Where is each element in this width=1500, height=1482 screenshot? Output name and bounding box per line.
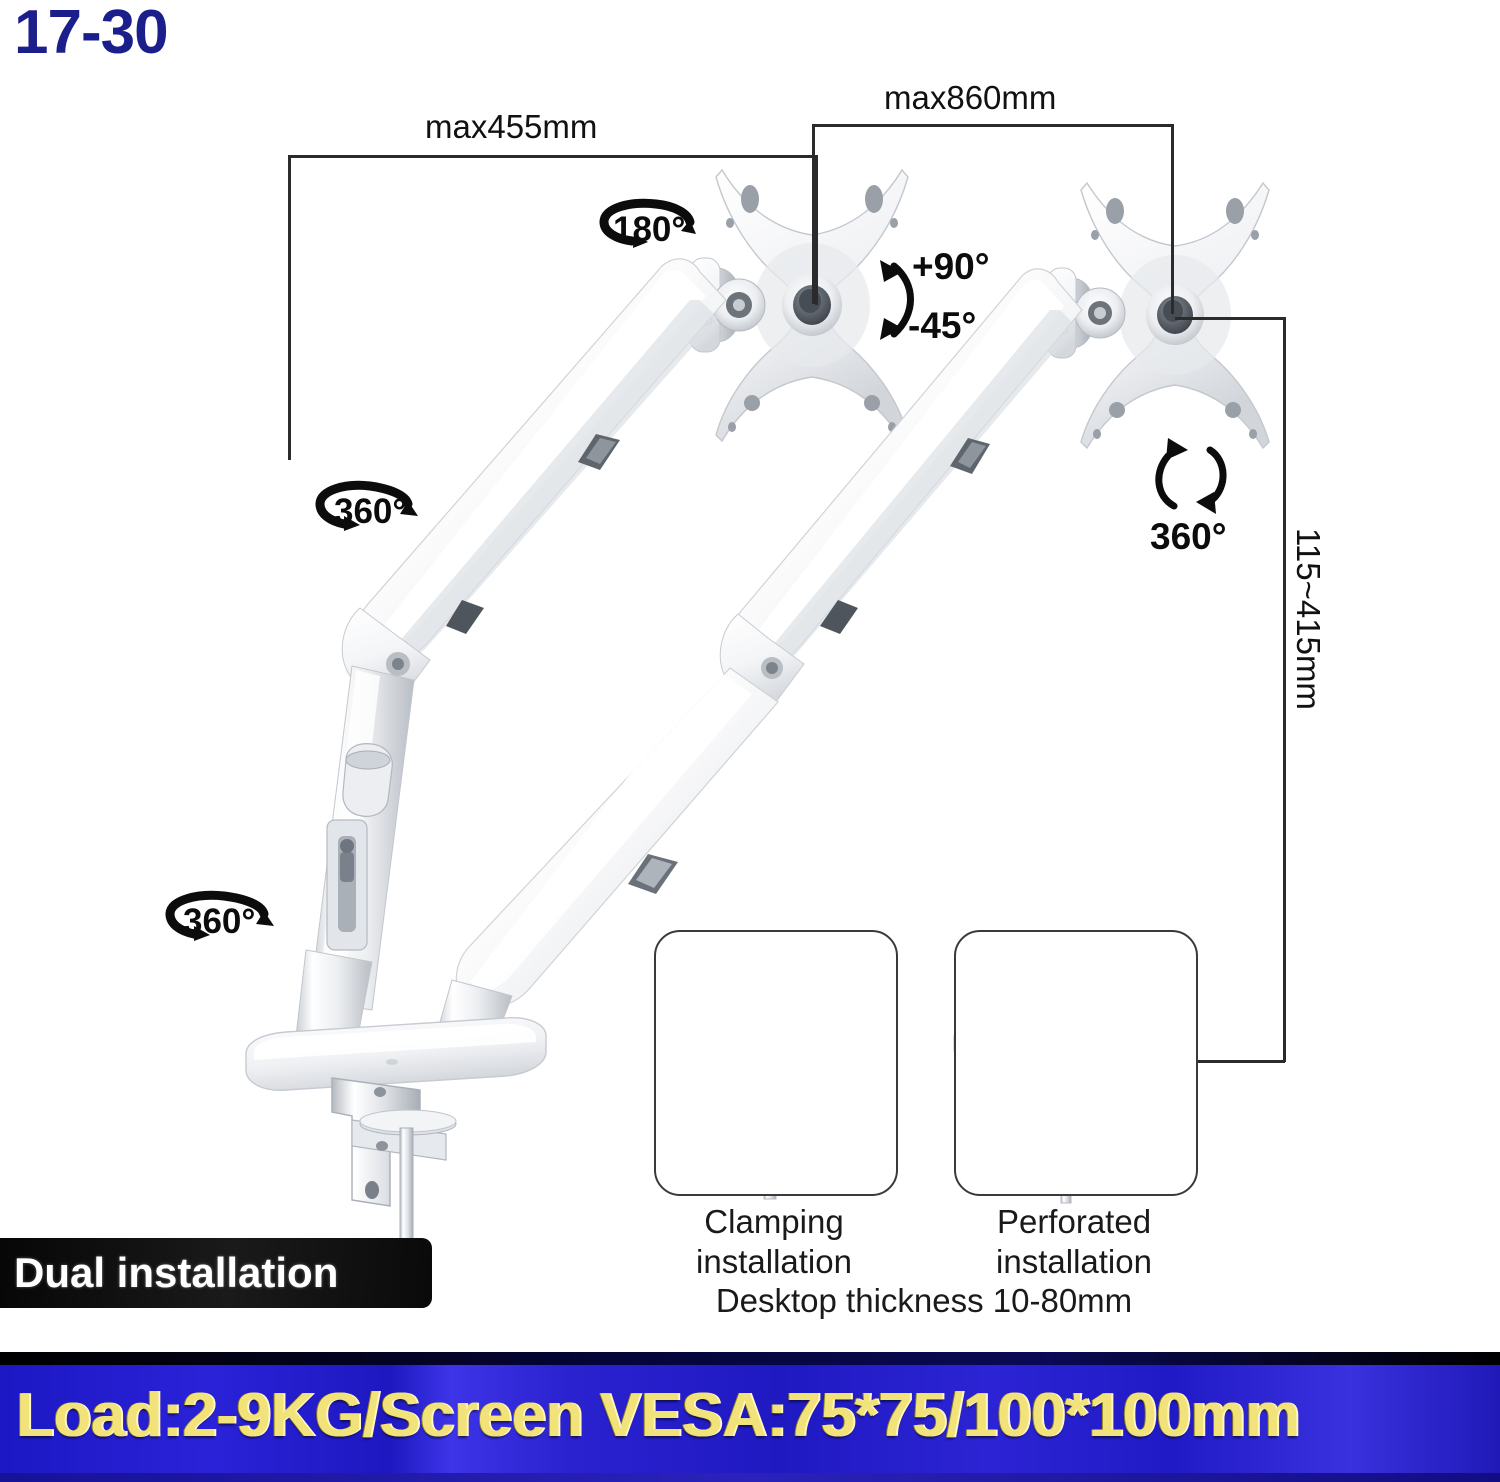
perforated-installation-caption: Perforated installation xyxy=(944,1202,1204,1281)
screen-size-badge: 17-30 xyxy=(14,0,169,67)
rotation-tilt-icon xyxy=(872,250,934,350)
rotation-360-base-label: 360° xyxy=(183,902,256,941)
rotation-360-head-label: 360° xyxy=(1150,516,1227,557)
desktop-thickness-note: Desktop thickness 10-80mm xyxy=(715,1282,1133,1319)
spec-banner-label: Load:2-9KG/Screen VESA:75*75/100*100mm xyxy=(16,1381,1300,1450)
rotation-180-label: 180° xyxy=(613,210,686,249)
rotation-180-icon xyxy=(578,198,700,252)
clamping-caption-line1: Clamping xyxy=(704,1203,844,1240)
rotation-tilt-up-label: +90° xyxy=(912,246,990,287)
dual-installation-label: Dual installation xyxy=(14,1249,339,1296)
rotation-360-base-icon xyxy=(148,888,286,946)
clamping-installation-caption: Clamping installation xyxy=(644,1202,904,1281)
clamping-installation-box xyxy=(654,930,898,1196)
dimension-height-label: 115~415mm xyxy=(1290,528,1327,710)
perforated-caption-line2: installation xyxy=(996,1242,1152,1280)
spec-banner: Load:2-9KG/Screen VESA:75*75/100*100mm xyxy=(0,1352,1500,1482)
perforated-installation-box xyxy=(954,930,1198,1196)
rotation-tilt-down-label: -45° xyxy=(908,305,977,346)
dimension-span-label: max860mm xyxy=(884,79,1057,116)
dimension-reach-label: max455mm xyxy=(425,108,598,145)
rotation-360-arm-label: 360° xyxy=(334,492,407,531)
clamping-caption-line2: installation xyxy=(696,1242,852,1280)
rotation-360-arm-icon xyxy=(300,478,430,536)
rotation-360-head-icon xyxy=(1148,434,1234,516)
dual-installation-banner: Dual installation xyxy=(0,1238,432,1308)
perforated-caption-line1: Perforated xyxy=(996,1203,1152,1240)
